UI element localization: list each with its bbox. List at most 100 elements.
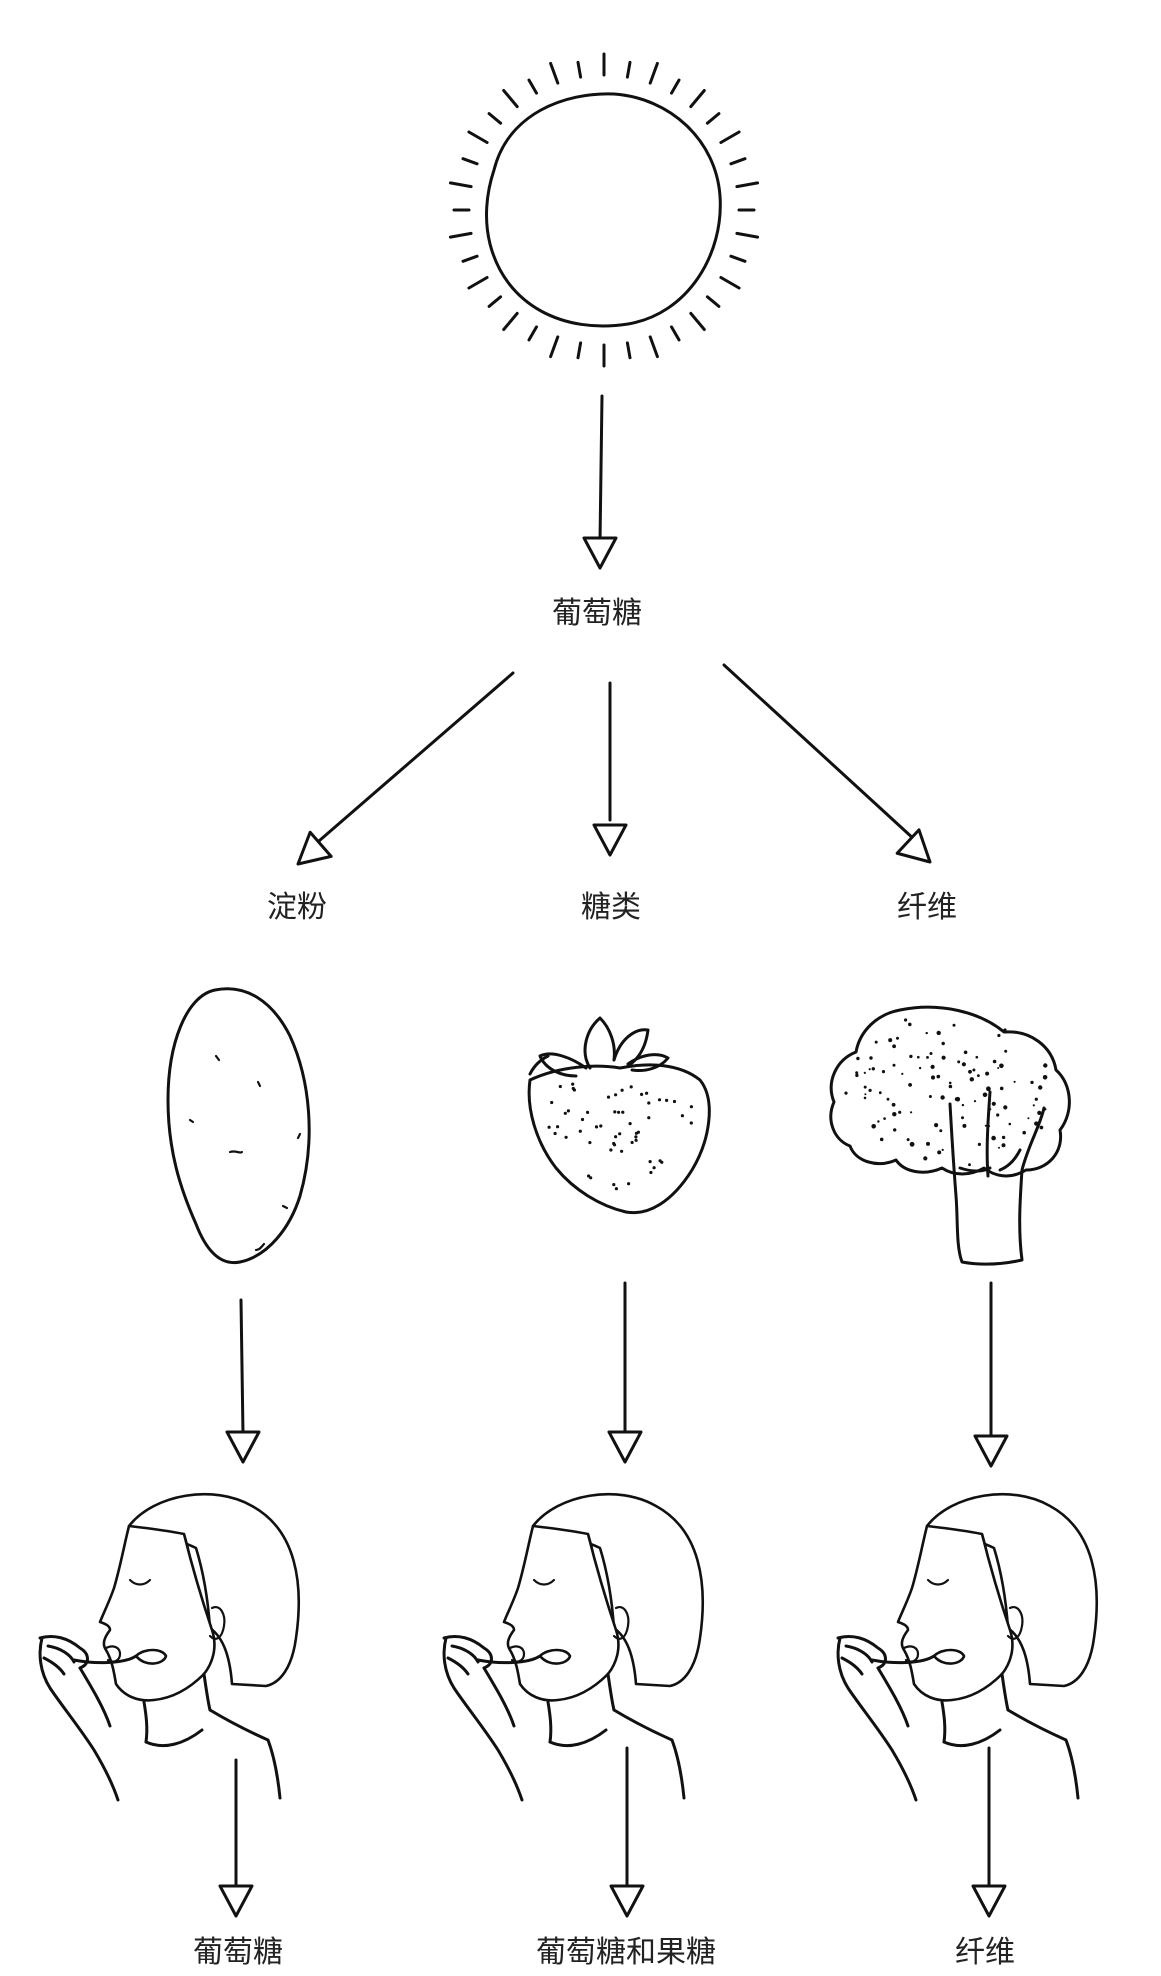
broccoli-floret bbox=[871, 1067, 875, 1071]
person-to-result-arrows bbox=[218, 1746, 1007, 1918]
sun-ray bbox=[576, 60, 583, 79]
sun-ray bbox=[487, 295, 503, 308]
sun-ray bbox=[527, 78, 538, 95]
broccoli-floret bbox=[1032, 1104, 1035, 1107]
sun-ray bbox=[670, 78, 681, 95]
category-label-fiber: 纤维 bbox=[897, 890, 957, 925]
broccoli-floret bbox=[1038, 1085, 1043, 1090]
broccoli-floret bbox=[879, 1137, 884, 1142]
strawberry-seed bbox=[647, 1101, 651, 1105]
strawberry-seed bbox=[556, 1125, 560, 1129]
broccoli-floret bbox=[910, 1111, 913, 1114]
sun-ray bbox=[467, 130, 489, 144]
strawberry-seed bbox=[648, 1160, 652, 1164]
sun-ray bbox=[549, 335, 560, 359]
broccoli-floret bbox=[1030, 1080, 1034, 1085]
broccoli-floret bbox=[929, 1052, 933, 1055]
person-eating-icon bbox=[836, 1492, 1099, 1802]
strawberry-seed bbox=[640, 1092, 644, 1096]
strawberry-seed bbox=[571, 1086, 575, 1091]
strawberry-seed bbox=[647, 1116, 651, 1120]
broccoli-floret bbox=[901, 1072, 904, 1075]
strawberry-icon bbox=[527, 1016, 711, 1215]
broccoli-floret bbox=[1003, 1105, 1008, 1110]
arrow-sun-to-glucose bbox=[582, 394, 618, 570]
strawberry-seed bbox=[589, 1176, 593, 1180]
strawberry-seed bbox=[606, 1095, 611, 1099]
broccoli-floret bbox=[934, 1123, 939, 1128]
broccoli-floret bbox=[941, 1148, 944, 1151]
result-label-fiber: 纤维 bbox=[955, 1935, 1015, 1970]
broccoli-floret bbox=[961, 1116, 964, 1120]
strawberry-seed bbox=[665, 1098, 669, 1102]
broccoli-floret bbox=[985, 1071, 990, 1076]
sun-ray bbox=[729, 157, 747, 166]
strawberry-seed bbox=[587, 1174, 591, 1178]
broccoli-floret bbox=[989, 1108, 992, 1111]
sun-ray bbox=[719, 276, 741, 290]
broccoli-floret bbox=[1034, 1121, 1039, 1126]
broccoli-floret bbox=[996, 1113, 1000, 1117]
strawberry-seed bbox=[550, 1100, 554, 1105]
strawberry-seed bbox=[586, 1110, 590, 1114]
sun-ray bbox=[648, 61, 659, 85]
food-to-person-arrows bbox=[225, 1281, 1009, 1468]
broccoli-floret bbox=[973, 1100, 977, 1103]
broccoli-floret bbox=[855, 1071, 859, 1075]
broccoli-floret bbox=[883, 1117, 886, 1120]
broccoli-floret bbox=[855, 1073, 859, 1078]
broccoli-floret bbox=[937, 1150, 942, 1155]
broccoli-floret bbox=[988, 1125, 991, 1128]
broccoli-floret bbox=[1008, 1122, 1012, 1126]
broccoli-floret bbox=[948, 1081, 952, 1085]
broccoli-floret bbox=[898, 1110, 902, 1114]
sun-ray bbox=[461, 254, 479, 263]
broccoli-floret bbox=[1022, 1130, 1026, 1135]
broccoli-floret bbox=[904, 1018, 908, 1022]
broccoli-floret bbox=[892, 1044, 896, 1049]
category-label-starch: 淀粉 bbox=[267, 890, 327, 925]
broccoli-floret bbox=[886, 1097, 890, 1101]
broccoli-floret bbox=[962, 1123, 967, 1128]
broccoli-floret bbox=[1027, 1117, 1030, 1120]
strawberry-seed bbox=[612, 1183, 616, 1187]
broccoli-floret bbox=[892, 1063, 896, 1067]
broccoli-floret bbox=[918, 1066, 922, 1070]
broccoli-floret bbox=[936, 1074, 941, 1079]
broccoli-floret bbox=[936, 1030, 941, 1036]
branch-arrows bbox=[286, 663, 943, 878]
sun-ray bbox=[549, 61, 560, 85]
sun-ray bbox=[729, 254, 747, 263]
broccoli-floret bbox=[940, 1095, 945, 1100]
broccoli-floret bbox=[1034, 1097, 1038, 1101]
broccoli-floret bbox=[984, 1124, 987, 1127]
broccoli-floret bbox=[999, 1063, 1004, 1069]
broccoli-floret bbox=[975, 1055, 979, 1059]
strawberry-seed bbox=[588, 1141, 592, 1145]
strawberry-seed bbox=[547, 1125, 551, 1129]
broccoli-floret bbox=[906, 1138, 910, 1142]
strawberry-seed bbox=[609, 1148, 613, 1152]
broccoli-floret bbox=[999, 1086, 1004, 1091]
broccoli-icon bbox=[829, 1005, 1071, 1266]
broccoli-floret bbox=[856, 1056, 860, 1061]
strawberry-seed bbox=[580, 1117, 585, 1122]
broccoli-floret bbox=[877, 1120, 880, 1123]
broccoli-floret bbox=[909, 1054, 913, 1059]
sun-ray bbox=[625, 341, 632, 360]
strawberry-seed bbox=[578, 1129, 582, 1133]
strawberry-seed bbox=[614, 1093, 618, 1097]
broccoli-floret bbox=[1039, 1125, 1044, 1130]
strawberry-seed bbox=[680, 1114, 685, 1118]
sun-ray bbox=[467, 276, 489, 290]
broccoli-floret bbox=[968, 1069, 972, 1074]
broccoli-floret bbox=[893, 1128, 897, 1132]
broccoli-floret bbox=[881, 1070, 886, 1074]
strawberry-seed bbox=[672, 1099, 677, 1104]
broccoli-floret bbox=[864, 1093, 867, 1096]
broccoli-floret bbox=[909, 1141, 915, 1147]
broccoli-floret bbox=[896, 1036, 899, 1040]
broccoli-floret bbox=[892, 1112, 897, 1117]
broccoli-floret bbox=[925, 1031, 928, 1035]
category-label-sugar: 糖类 bbox=[581, 890, 641, 925]
